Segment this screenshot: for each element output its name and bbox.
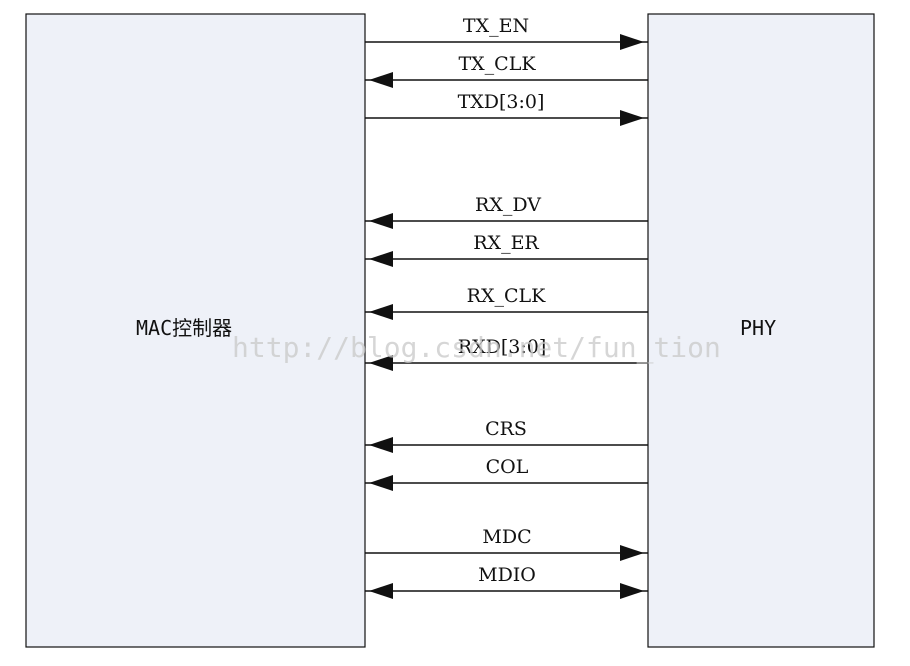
phy-label: PHY (740, 316, 776, 340)
mac-block: MAC控制器 (25, 13, 366, 648)
watermark: http://blog.csdn.net/fun_tion (232, 331, 721, 365)
signal-label: RX_DV (475, 194, 541, 216)
signal-mdc: MDC (365, 526, 648, 561)
signal-tx-clk: TX_CLK (365, 53, 648, 88)
signal-label: RX_ER (473, 232, 539, 254)
signal-label: COL (486, 456, 529, 478)
signal-label: RX_CLK (467, 285, 546, 307)
signal-label: TX_CLK (458, 53, 536, 75)
arrowhead-right (620, 34, 644, 50)
signal-label: TX_EN (463, 15, 529, 37)
signal-rx-dv: RX_DV (365, 194, 648, 229)
arrowhead-left (369, 304, 393, 320)
arrowhead-right (620, 545, 644, 561)
signal-label: MDC (482, 526, 531, 548)
signal-label: MDIO (478, 564, 536, 586)
signal-tx-en: TX_EN (365, 15, 648, 50)
signal-rx-er: RX_ER (365, 232, 648, 267)
arrowhead-right (620, 110, 644, 126)
signal-lines: TX_EN TX_CLK TXD[3:0] RX_DV RX_ER RX_CLK RXD[3… (365, 15, 648, 599)
signal-rxd-3-0: RXD[3:0] (365, 336, 648, 371)
signal-label: RXD[3:0] (458, 336, 546, 358)
signal-rx-clk: RX_CLK (365, 285, 648, 320)
arrowhead-left (369, 583, 393, 599)
arrowhead-left (369, 213, 393, 229)
arrowhead-right (620, 583, 644, 599)
signal-txd-3-0: TXD[3:0] (365, 91, 648, 126)
phy-block: PHY (647, 13, 875, 648)
arrowhead-left (369, 72, 393, 88)
mac-label: MAC控制器 (136, 316, 232, 340)
arrowhead-left (369, 251, 393, 267)
arrowhead-left (369, 355, 393, 371)
arrowhead-left (369, 437, 393, 453)
signal-crs: CRS (365, 418, 648, 453)
signal-col: COL (365, 456, 648, 491)
signal-mdio: MDIO (365, 564, 648, 599)
arrowhead-left (369, 475, 393, 491)
signal-label: TXD[3:0] (458, 91, 545, 113)
signal-label: CRS (485, 418, 527, 440)
